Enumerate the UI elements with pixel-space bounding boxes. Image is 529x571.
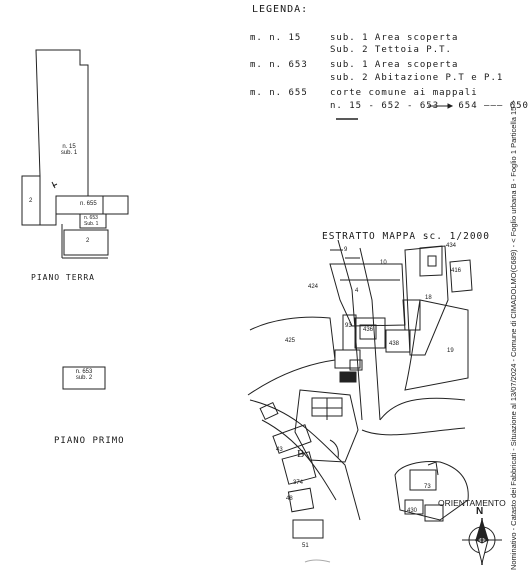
- legend-row: n. 15 - 652 - 653 - 654 ——— 650: [330, 101, 529, 111]
- map-number: 9: [344, 247, 348, 253]
- map-number: 73: [424, 484, 431, 490]
- map-number: 18: [425, 295, 432, 301]
- orientation-label: ORIENTAMENTO: [438, 498, 506, 508]
- north-label: N: [476, 506, 484, 517]
- map-number: 374: [293, 480, 304, 486]
- map-number: 19: [447, 348, 454, 354]
- vertical-caption: Nominativo - Catasto dei Fabbricati - Si…: [509, 100, 518, 570]
- map-letter: B: [297, 448, 305, 460]
- map-number: 430: [407, 508, 418, 514]
- map-number: 10: [380, 260, 387, 266]
- map-number: 48: [286, 496, 293, 502]
- map-number: 425: [285, 338, 296, 344]
- legend-row: Sub. 2 Tettoia P.T.: [330, 45, 452, 55]
- map-number: 424: [308, 284, 319, 290]
- piano-primo-label: PIANO PRIMO: [54, 436, 125, 446]
- corridor-label: n. 655: [80, 201, 97, 207]
- parcel-15-outline: [35, 49, 104, 226]
- lower-box-label: 2: [86, 238, 90, 244]
- map-road-2: [337, 239, 363, 421]
- map-number: 43: [276, 447, 283, 453]
- parcel-2-left: [21, 175, 41, 226]
- parcel-653-small: [79, 213, 107, 229]
- map-number: 4: [355, 288, 359, 294]
- legend-row: sub. 2 Abitazione P.T e P.1: [330, 73, 504, 83]
- map-number: 436: [363, 327, 374, 333]
- map-number: 416: [451, 268, 462, 274]
- map-number: 93: [345, 323, 352, 329]
- piano-terra-label: PIANO TERRA: [31, 273, 95, 282]
- map-number: 434: [446, 243, 457, 249]
- church-block: [294, 389, 359, 463]
- map-number: 51: [302, 543, 309, 549]
- parcel-653-sub2: [62, 366, 106, 390]
- legend-title: LEGENDA:: [252, 4, 309, 15]
- map-title: ESTRATTO MAPPA sc. 1/2000: [322, 231, 490, 242]
- map-road-1: [247, 316, 336, 396]
- left-box-label: 2: [29, 198, 33, 204]
- map-road-3: [379, 397, 466, 421]
- map-number: 438: [389, 341, 400, 347]
- parcel-2-lower: [63, 229, 109, 256]
